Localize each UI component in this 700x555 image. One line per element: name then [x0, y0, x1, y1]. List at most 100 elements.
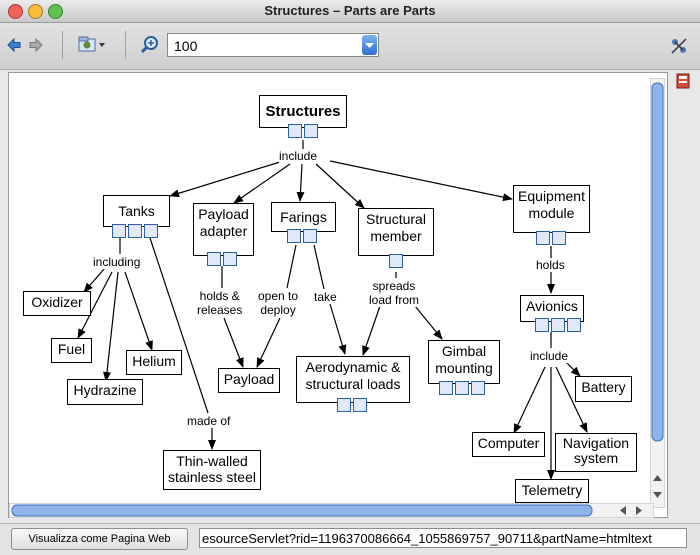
link-label-holds[interactable]: holds: [536, 258, 565, 272]
concept-structural-member[interactable]: Structural member: [358, 208, 434, 256]
resource-icons-structural-member: [389, 254, 403, 270]
link-label-holds-releases[interactable]: holds & releases: [197, 289, 243, 317]
concept-payload[interactable]: Payload: [218, 368, 280, 393]
concept-map-icon[interactable]: [353, 398, 367, 412]
link-label-take[interactable]: take: [314, 290, 337, 304]
image-icon[interactable]: [287, 229, 301, 243]
link-label-line: open to: [258, 289, 299, 303]
panel-toggle-icon[interactable]: [676, 73, 690, 89]
concept-label-line: Thin-walled: [176, 453, 248, 469]
link-label-open-to-deploy[interactable]: open to deploy: [258, 289, 299, 317]
document-icon[interactable]: [128, 224, 142, 238]
link-label-including[interactable]: including: [93, 255, 141, 269]
concept-battery[interactable]: Battery: [575, 376, 632, 402]
concept-equipment-module[interactable]: Equipment module: [513, 185, 590, 233]
concept-telemetry[interactable]: Telemetry: [515, 479, 589, 503]
scroll-up-arrow-icon: [653, 475, 662, 481]
concept-label-line: module: [528, 205, 575, 221]
image-icon[interactable]: [535, 318, 549, 332]
forward-arrow-icon[interactable]: [29, 38, 43, 52]
resource-icons-tanks: [112, 224, 158, 240]
document-icon[interactable]: [552, 231, 566, 245]
vertical-scroll-thumb: [651, 82, 664, 442]
concept-map-icon[interactable]: [144, 224, 158, 238]
title-bar: Structures – Parts are Parts: [0, 0, 700, 23]
concept-oxidizer[interactable]: Oxidizer: [23, 291, 91, 316]
zoom-level-combobox[interactable]: 100: [167, 33, 379, 57]
concept-label-line: Gimbal: [441, 343, 487, 359]
concept-navigation-system[interactable]: Navigation system: [555, 433, 637, 472]
zoom-magnifier-icon[interactable]: [140, 35, 160, 55]
image-icon[interactable]: [439, 381, 453, 395]
concept-label-line: stainless steel: [168, 469, 256, 485]
concept-thin-walled-stainless-steel[interactable]: Thin-walled stainless steel: [163, 450, 261, 490]
resource-icons-aero-loads: [337, 398, 367, 414]
view-options-icon[interactable]: [77, 35, 107, 55]
concept-map-icon[interactable]: [304, 124, 318, 138]
vertical-scrollbar[interactable]: [650, 78, 665, 508]
horizontal-scrollbar[interactable]: [9, 503, 654, 518]
link-label-made-of[interactable]: made of: [187, 414, 231, 428]
concept-label-line: Payload: [198, 206, 249, 222]
resource-icons-gimbal: [439, 381, 485, 397]
image-icon[interactable]: [536, 231, 550, 245]
resource-icons-farings: [287, 229, 317, 245]
document-icon[interactable]: [551, 318, 565, 332]
link-label-line: load from: [369, 293, 420, 307]
link-label-spreads-load-from[interactable]: spreads load from: [369, 279, 420, 307]
link-label-include-avionics[interactable]: include: [530, 349, 569, 363]
concept-label-line: Equipment: [518, 188, 585, 204]
concept-map-icon[interactable]: [471, 381, 485, 395]
concept-fuel[interactable]: Fuel: [51, 338, 92, 363]
concept-aerodynamic-structural-loads[interactable]: Aerodynamic & structural loads: [296, 356, 410, 403]
window-title: Structures – Parts are Parts: [264, 3, 436, 18]
link-label-line: releases: [197, 303, 243, 317]
concept-structures[interactable]: Structures: [259, 95, 347, 128]
link-label-line: deploy: [260, 303, 296, 317]
concept-label-line: member: [370, 228, 422, 244]
concept-label-line: structural loads: [305, 376, 401, 392]
concept-label-line: Aerodynamic &: [305, 359, 401, 375]
document-icon[interactable]: [303, 229, 317, 243]
close-window-button[interactable]: [8, 4, 23, 19]
document-icon[interactable]: [389, 254, 403, 268]
resource-icons-structures: [288, 124, 318, 140]
link-label-include[interactable]: include: [279, 149, 318, 163]
concept-payload-adapter[interactable]: Payload adapter: [193, 203, 254, 256]
concept-label-line: Navigation: [562, 435, 630, 451]
zoom-dropdown-button[interactable]: [362, 35, 377, 55]
document-icon[interactable]: [288, 124, 302, 138]
scroll-left-arrow-icon: [620, 506, 626, 515]
minimize-window-button[interactable]: [28, 4, 43, 19]
zoom-window-button[interactable]: [48, 4, 63, 19]
link-label-line: holds &: [199, 289, 240, 303]
concept-tanks[interactable]: Tanks: [103, 195, 170, 227]
resource-icons-avionics: [535, 318, 581, 334]
toolbar-separator: [125, 31, 126, 59]
image-icon[interactable]: [112, 224, 126, 238]
back-arrow-icon[interactable]: [7, 38, 21, 52]
document-icon[interactable]: [223, 252, 237, 266]
concept-farings[interactable]: Farings: [271, 202, 336, 232]
map-settings-icon[interactable]: [670, 37, 688, 55]
document-icon[interactable]: [337, 398, 351, 412]
chevron-down-icon: [365, 43, 374, 48]
concept-hydrazine[interactable]: Hydrazine: [67, 379, 143, 405]
horizontal-scroll-thumb: [11, 504, 593, 517]
resource-icons-payload-adapter: [207, 252, 237, 268]
concept-helium[interactable]: Helium: [126, 350, 182, 375]
resource-url-text: esourceServlet?rid=1196370086664_1055869…: [202, 531, 652, 546]
concept-computer[interactable]: Computer: [472, 432, 545, 457]
concept-label-line: Structural: [366, 211, 426, 227]
resource-url-field[interactable]: esourceServlet?rid=1196370086664_1055869…: [199, 528, 687, 548]
concept-gimbal-mounting[interactable]: Gimbal mounting: [428, 340, 500, 384]
view-as-web-page-button[interactable]: Visualizza come Pagina Web: [11, 528, 188, 550]
concept-label-line: adapter: [199, 223, 248, 239]
image-icon[interactable]: [207, 252, 221, 266]
concept-label-line: mounting: [435, 360, 493, 376]
concept-map-icon[interactable]: [567, 318, 581, 332]
document-icon[interactable]: [455, 381, 469, 395]
scroll-down-arrow-icon: [653, 492, 662, 498]
resource-icons-equipment-module: [536, 231, 566, 247]
